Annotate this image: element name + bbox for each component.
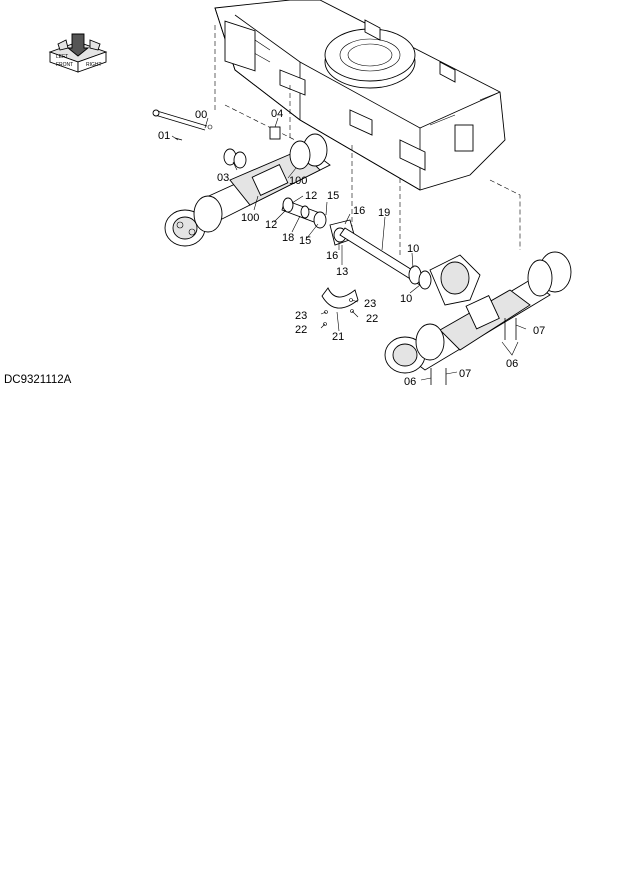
- callout-13: 13: [336, 266, 348, 278]
- callout-labels: 00 01 04 03 100 12 100 12 18 15 15 16 16…: [158, 108, 545, 388]
- callout-07-right: 07: [533, 325, 545, 337]
- rear-driveshaft: [339, 227, 432, 290]
- callout-10-upper: 10: [407, 243, 419, 255]
- chassis-frame: [214, 0, 506, 191]
- drawing-code: DC9321112A: [4, 374, 72, 386]
- callout-21: 21: [332, 331, 344, 343]
- callout-23-right: 23: [364, 298, 376, 310]
- callout-18: 18: [282, 232, 294, 244]
- leader-lines: [171, 117, 527, 381]
- front-axle: [164, 133, 331, 247]
- mounting-bolts: [430, 318, 519, 385]
- front-driveshaft: [281, 197, 327, 229]
- guard-bracket: [321, 287, 359, 326]
- callout-06-right: 06: [506, 358, 518, 370]
- projection-lines: [214, 25, 521, 255]
- callout-12-lower: 12: [265, 219, 277, 231]
- callout-06-left: 06: [404, 376, 416, 388]
- callout-01: 01: [158, 130, 170, 142]
- callout-22-left: 22: [295, 324, 307, 336]
- callout-15-lower: 15: [299, 235, 311, 247]
- callout-16-lower: 16: [326, 250, 338, 262]
- rear-axle: [384, 251, 572, 374]
- callout-100-lower: 100: [241, 212, 259, 224]
- orientation-label-right: RIGHT: [86, 62, 102, 68]
- callout-07-left: 07: [459, 368, 471, 380]
- orientation-label-left: LEFT: [56, 54, 68, 60]
- callout-00: 00: [195, 109, 207, 121]
- callout-15-upper: 15: [327, 190, 339, 202]
- callout-23-left: 23: [295, 310, 307, 322]
- callout-100-upper: 100: [289, 175, 307, 187]
- orientation-label-front: FRONT: [56, 62, 73, 68]
- washers: [223, 126, 281, 169]
- callout-19: 19: [378, 207, 390, 219]
- pin-assembly: [152, 109, 213, 141]
- callout-12-upper: 12: [305, 190, 317, 202]
- callout-22-right: 22: [366, 313, 378, 325]
- callout-10-lower: 10: [400, 293, 412, 305]
- callout-03: 03: [217, 172, 229, 184]
- orientation-icon: FRONT RIGHT LEFT: [48, 33, 108, 73]
- callout-16-upper: 16: [353, 205, 365, 217]
- callout-04: 04: [271, 108, 283, 120]
